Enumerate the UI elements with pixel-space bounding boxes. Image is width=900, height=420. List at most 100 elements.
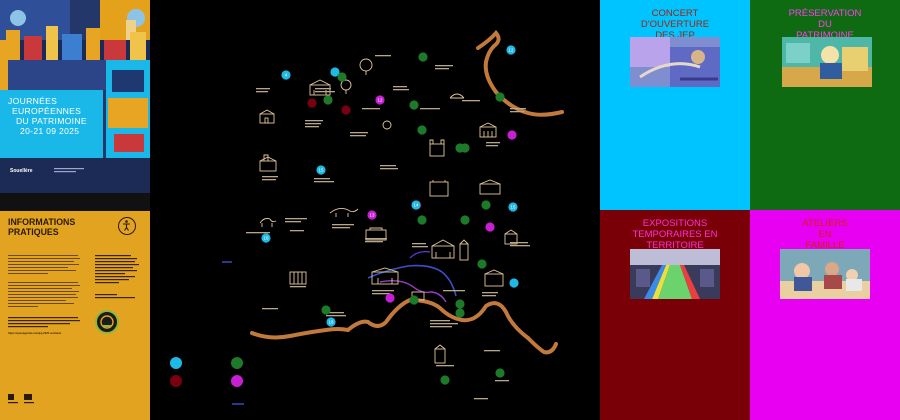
marker-dot xyxy=(455,308,465,318)
map-marker-cyan[interactable]: 12 xyxy=(506,45,516,55)
map-marker-green[interactable] xyxy=(337,72,347,82)
map-marker-green[interactable] xyxy=(409,100,419,110)
map-marker-green[interactable] xyxy=(323,95,333,105)
map-marker-green[interactable] xyxy=(409,295,419,305)
partner-logo xyxy=(54,167,94,176)
map-marker-cyan[interactable]: 15 xyxy=(508,202,518,212)
map-marker-cyan[interactable]: 16 xyxy=(261,233,271,243)
chapel-icon xyxy=(504,229,518,245)
tree-icon xyxy=(359,58,373,75)
dinosaur-icon xyxy=(329,208,359,217)
citadel-icon xyxy=(371,267,399,285)
map-marker-red[interactable] xyxy=(341,105,351,115)
map-marker-green[interactable] xyxy=(481,200,491,210)
marker-number: 4 xyxy=(285,73,288,78)
river-channel-blue xyxy=(367,264,457,297)
marker-dot xyxy=(261,233,271,243)
panel-title-line: PRÉSERVATION xyxy=(788,8,862,19)
marker-dot xyxy=(409,100,419,110)
heritage-map[interactable]: 4 15 12 12 13 14 15 16 18 xyxy=(150,0,600,420)
map-marker-green[interactable] xyxy=(495,92,505,102)
event-title-line-3: DU PATRIMOINE xyxy=(16,116,87,126)
river-lower-west xyxy=(250,327,350,340)
map-marker-green[interactable] xyxy=(460,143,470,153)
marker-dot xyxy=(506,45,516,55)
map-marker-green[interactable] xyxy=(455,308,465,318)
map-marker-green[interactable] xyxy=(495,368,505,378)
divider-band xyxy=(0,193,150,211)
event-title: JOURNÉES EUROPÉENNES DU PATRIMOINE 20-21… xyxy=(8,96,99,136)
marker-dot xyxy=(281,70,291,80)
map-marker-green[interactable] xyxy=(455,299,465,309)
panel-title-line: FAMILLE xyxy=(805,240,845,251)
event-title-line-4: 20-21 09 2025 xyxy=(20,126,80,136)
label-badge-icon xyxy=(95,310,119,334)
bridge-icon xyxy=(449,93,465,99)
map-marker-green[interactable] xyxy=(417,215,427,225)
marker-dot xyxy=(385,293,395,303)
panel-title-line: DU xyxy=(818,19,832,30)
map-marker-magenta[interactable]: 12 xyxy=(375,95,385,105)
info-contact-block xyxy=(95,255,145,291)
marker-number: 15 xyxy=(511,205,516,210)
map-marker-green[interactable] xyxy=(460,215,470,225)
panel-title-line: TERRITOIRE xyxy=(646,240,704,251)
city-illustration xyxy=(0,0,150,158)
marker-dot xyxy=(481,200,491,210)
castle-icon xyxy=(429,139,445,157)
marker-number: 16 xyxy=(264,236,269,241)
map-marker-green[interactable] xyxy=(321,305,331,315)
marker-dot xyxy=(330,67,340,77)
map-marker-cyan[interactable] xyxy=(330,67,340,77)
marker-dot xyxy=(316,165,326,175)
cathedral-icon xyxy=(431,239,455,259)
abbey-icon xyxy=(309,79,331,96)
panel-title-ateliers: ATELIERS EN FAMILLE xyxy=(750,218,900,251)
map-marker-cyan[interactable]: 14 xyxy=(411,200,421,210)
map-marker-green[interactable] xyxy=(417,125,427,135)
tree-icon xyxy=(340,79,352,94)
place-labels xyxy=(246,55,530,400)
workshop-photo xyxy=(780,249,870,299)
marker-number: 18 xyxy=(329,320,334,325)
map-marker-magenta[interactable]: 13 xyxy=(367,210,377,220)
map-marker-cyan[interactable] xyxy=(509,278,519,288)
map-canvas[interactable]: 4 15 12 12 13 14 15 16 18 xyxy=(150,0,600,420)
map-marker-cyan[interactable]: 18 xyxy=(326,317,336,327)
marker-dot xyxy=(418,52,428,62)
library-icon xyxy=(289,271,307,285)
legend-dot-cyan xyxy=(170,357,182,369)
marker-dot xyxy=(323,95,333,105)
map-markers[interactable]: 4 15 12 12 13 14 15 16 18 xyxy=(261,45,519,385)
hall-icon xyxy=(484,269,504,287)
marker-dot xyxy=(440,375,450,385)
map-marker-magenta[interactable] xyxy=(507,130,517,140)
map-marker-magenta[interactable] xyxy=(385,293,395,303)
preservation-photo xyxy=(782,37,872,87)
panel-title-line: DES JEP xyxy=(655,30,695,41)
map-marker-green[interactable] xyxy=(477,259,487,269)
marker-number: 15 xyxy=(319,168,324,173)
panel-title-line: EXPOSITIONS xyxy=(642,218,708,229)
map-marker-red[interactable] xyxy=(307,98,317,108)
map-marker-green[interactable] xyxy=(418,52,428,62)
marker-dot xyxy=(495,92,505,102)
hero-footer: Soueïlère xyxy=(0,158,150,193)
panel-title-line: TEMPORAIRES EN xyxy=(632,229,718,240)
panel-title-line: ATELIERS xyxy=(802,218,848,229)
info-title-line-2: PRATIQUES xyxy=(8,227,59,237)
river-upper xyxy=(476,29,564,117)
marker-dot xyxy=(326,317,336,327)
marker-dot xyxy=(460,143,470,153)
marker-number: 12 xyxy=(509,48,514,53)
panel-title-line: PATRIMOINE xyxy=(796,30,854,41)
tiger-icon xyxy=(259,218,277,227)
map-marker-green[interactable] xyxy=(440,375,450,385)
marker-number: 13 xyxy=(370,213,375,218)
river xyxy=(250,29,564,355)
map-marker-magenta[interactable] xyxy=(485,222,495,232)
info-title-line-1: INFORMATIONS xyxy=(8,217,76,227)
legend-panel-preservation: PRÉSERVATION DU PATRIMOINE xyxy=(750,0,900,210)
map-marker-cyan[interactable]: 4 xyxy=(281,70,291,80)
map-marker-cyan[interactable]: 15 xyxy=(316,165,326,175)
